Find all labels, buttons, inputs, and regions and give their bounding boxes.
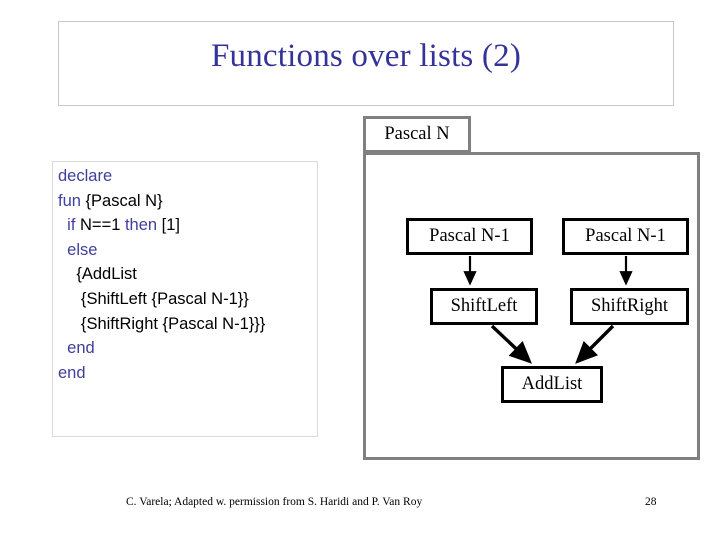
code-keyword: then bbox=[124, 216, 162, 235]
diagram-node-pascal-n-label: Pascal N bbox=[384, 124, 450, 144]
code-token: {ShiftRight {Pascal N-1}}} bbox=[76, 314, 266, 333]
diagram-frame bbox=[363, 152, 700, 460]
diagram-node-shiftleft: ShiftLeft bbox=[430, 288, 538, 325]
diagram-node-addlist-label: AddList bbox=[521, 374, 583, 394]
footer-page-number: 28 bbox=[645, 496, 657, 508]
code-token: [1] bbox=[161, 216, 181, 235]
code-line: end bbox=[58, 336, 330, 361]
footer-credit: C. Varela; Adapted w. permission from S.… bbox=[126, 496, 423, 508]
code-panel-frame bbox=[52, 161, 318, 437]
diagram-node-addlist: AddList bbox=[501, 366, 603, 403]
code-keyword: declare bbox=[58, 167, 113, 185]
code-line: fun {Pascal N} bbox=[58, 189, 330, 214]
code-listing: declare fun {Pascal N} if N==1 then [1] e… bbox=[58, 164, 330, 385]
code-line: {AddList bbox=[58, 262, 330, 287]
diagram-node-shiftleft-label: ShiftLeft bbox=[450, 296, 518, 316]
code-keyword: else bbox=[67, 240, 98, 259]
code-line: declare bbox=[58, 164, 330, 189]
diagram-node-pascal-n1-right: Pascal N-1 bbox=[562, 218, 689, 255]
code-keyword: fun bbox=[58, 191, 86, 210]
code-keyword: end bbox=[67, 339, 95, 358]
code-line: {ShiftRight {Pascal N-1}}} bbox=[58, 312, 316, 337]
code-keyword: if bbox=[67, 216, 81, 235]
code-token: {AddList bbox=[76, 265, 137, 284]
diagram-node-shiftright-label: ShiftRight bbox=[590, 296, 669, 316]
code-keyword: end bbox=[58, 363, 86, 382]
code-line: else bbox=[58, 238, 330, 263]
page-title: Functions over lists (2) bbox=[210, 38, 522, 74]
diagram-node-pascal-n1-left: Pascal N-1 bbox=[406, 218, 533, 255]
code-line: if N==1 then [1] bbox=[58, 213, 330, 238]
code-token: N==1 bbox=[80, 216, 125, 235]
code-token: {ShiftLeft {Pascal N-1}} bbox=[76, 289, 249, 308]
code-token: {Pascal N} bbox=[85, 191, 163, 210]
diagram-node-pascal-n1-left-label: Pascal N-1 bbox=[429, 226, 510, 246]
code-line: end bbox=[58, 361, 330, 386]
diagram-node-pascal-n1-right-label: Pascal N-1 bbox=[585, 226, 666, 246]
title-frame bbox=[58, 21, 674, 106]
code-line: {ShiftLeft {Pascal N-1}} bbox=[58, 287, 330, 312]
diagram-node-shiftright: ShiftRight bbox=[570, 288, 689, 325]
diagram-node-pascal-n: Pascal N bbox=[363, 116, 471, 153]
